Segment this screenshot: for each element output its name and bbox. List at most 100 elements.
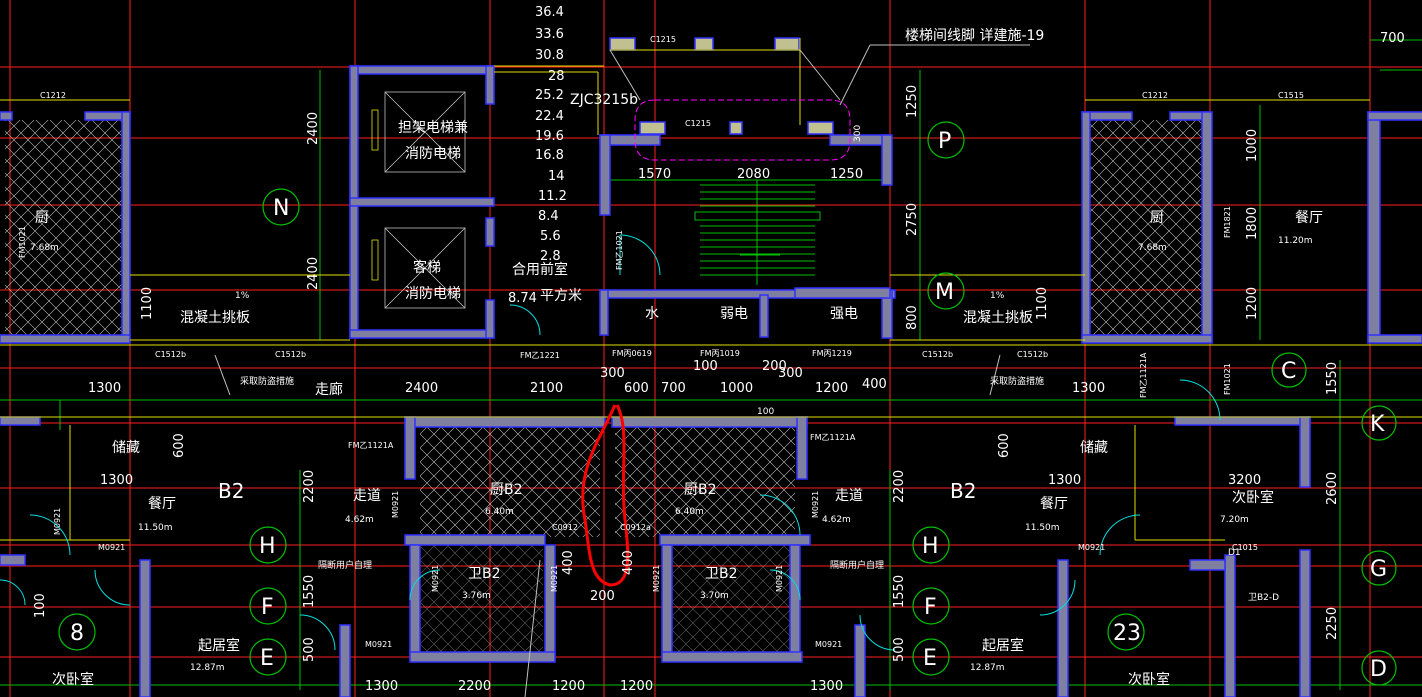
corridor-label: 走廊 — [315, 381, 343, 398]
door-tag: FM乙1021 — [615, 230, 624, 270]
dim-text: 1000 — [1245, 129, 1260, 162]
storage-label: 储藏 — [1080, 440, 1108, 456]
door-tag: FM1021 — [1223, 363, 1232, 395]
dim-text: 200 — [762, 359, 787, 374]
dim-text: 600 — [172, 433, 187, 458]
axis-bubble-N — [262, 188, 300, 226]
dim-text: 2200 — [892, 470, 907, 503]
dim-text: 400 — [621, 550, 636, 575]
door-tag: FM乙1121A — [810, 433, 856, 442]
yellow-lines — [0, 38, 1422, 541]
kitchen-b2-area: 6.40m — [675, 507, 704, 517]
dim-text: 2200 — [458, 679, 491, 694]
dim-text: 1100 — [140, 287, 155, 320]
leaders — [214, 44, 1030, 697]
fixture-label: D1 — [1228, 548, 1241, 558]
dim-text: 2080 — [737, 167, 770, 182]
door-tag: M0921 — [431, 565, 440, 592]
dim-text: 1300 — [1072, 381, 1105, 396]
elevator-label: 消防电梯 — [405, 286, 461, 302]
door-tag: M0921 — [775, 565, 784, 592]
dim-text: 1200 — [1245, 287, 1260, 320]
elevation-list: 36.4 33.6 30.8 28 25.2 22.4 19.6 16.8 14… — [535, 5, 567, 264]
partition-note: 隔断用户自理 — [830, 559, 884, 571]
door-tag: M0921 — [550, 565, 559, 592]
stair-flights — [694, 180, 821, 285]
dim-text: 300 — [778, 366, 803, 381]
storage-label: 储藏 — [112, 440, 140, 456]
dim-text: 2400 — [306, 112, 321, 145]
fixture-label: 卫B2-D — [1248, 593, 1279, 603]
bedroom-label: 次卧室 — [52, 671, 94, 688]
door-tag: M0921 — [811, 491, 820, 518]
dim-text: 600 — [997, 433, 1012, 458]
kitchen-b2-area: 6.40m — [485, 507, 514, 517]
hall-area: 4.62m — [345, 515, 374, 525]
dim-text: 2250 — [1325, 607, 1340, 640]
elevation-value: 28 — [548, 69, 565, 84]
dim-text: 1550 — [892, 575, 907, 608]
door-tag: M0921 — [391, 491, 400, 518]
bath-b2-area: 3.76m — [462, 591, 491, 601]
dim-text: 300 — [853, 125, 863, 142]
dim-text: 500 — [892, 637, 907, 662]
dim-text: 400 — [561, 550, 576, 575]
window-tag: C1512b — [1017, 350, 1048, 359]
dim-text: 2600 — [1325, 472, 1340, 505]
elevation-value: 8.4 — [538, 209, 559, 224]
hall-label: 走道 — [353, 488, 381, 504]
dim-text: 1300 — [810, 679, 843, 694]
bath-b2-area: 3.70m — [700, 591, 729, 601]
door-tag: FM丙1219 — [812, 349, 852, 358]
bedroom-label: 次卧室 — [1232, 489, 1274, 506]
dim-text: 2100 — [530, 381, 563, 396]
window-tag: C1512b — [155, 350, 186, 359]
axis-label: K — [1370, 412, 1385, 437]
window-tag: C1215 — [685, 119, 711, 128]
concrete-ledge-label: 混凝土挑板 — [963, 310, 1033, 326]
axis-label: 8 — [70, 621, 84, 646]
door-tag: M0921 — [53, 508, 62, 535]
elevation-value: 14 — [548, 169, 565, 184]
dim-text: 600 — [624, 381, 649, 396]
dim-text: 2200 — [302, 470, 317, 503]
axis-bubble-23 — [1107, 613, 1145, 651]
lobby-label: 合用前室 — [512, 261, 568, 278]
elevation-value: 36.4 — [535, 5, 564, 20]
axis-bubble-F-right — [912, 587, 950, 625]
axis-bubble-8 — [58, 613, 96, 651]
elevation-value: 33.6 — [535, 27, 564, 42]
axis-label: M — [935, 280, 954, 305]
kitchen-b2-label: 厨B2 — [490, 482, 523, 498]
door-tag: FM丙0619 — [612, 349, 652, 358]
elevator-label: 客梯 — [413, 259, 441, 276]
dim-text: 2750 — [905, 203, 920, 236]
slope-label: 1% — [990, 291, 1005, 301]
axis-label: E — [260, 646, 274, 671]
dim-text: 1200 — [620, 679, 653, 694]
kitchen-area: 7.68m — [1138, 243, 1167, 253]
dim-text: 100 — [757, 407, 774, 417]
tiled-floors — [5, 120, 1202, 655]
dim-text: 1100 — [1035, 287, 1050, 320]
kitchen-b2-label: 厨B2 — [684, 482, 717, 498]
window-tag: C1212 — [40, 91, 66, 100]
axis-label: D — [1370, 657, 1387, 682]
living-label: 起居室 — [982, 637, 1024, 654]
axis-bubble-H-right — [912, 526, 950, 564]
stair-note: 楼梯间线脚 详建施-19 — [905, 28, 1044, 44]
dim-text: 100 — [33, 593, 48, 618]
elevation-value: 25.2 — [535, 88, 564, 103]
living-area: 12.87m — [190, 663, 225, 673]
dim-text: 1570 — [638, 167, 671, 182]
security-note: 采取防盗措施 — [240, 375, 294, 387]
bedroom-label: 次卧室 — [1128, 671, 1170, 688]
door-tag: M0921 — [1078, 543, 1105, 552]
elevator-label: 消防电梯 — [405, 146, 461, 162]
dim-text: 400 — [862, 377, 887, 392]
axis-label: N — [273, 196, 289, 221]
axis-bubble-C — [1271, 352, 1307, 388]
stair-code: ZJC3215b — [570, 92, 638, 108]
dim-text: 1250 — [830, 167, 863, 182]
